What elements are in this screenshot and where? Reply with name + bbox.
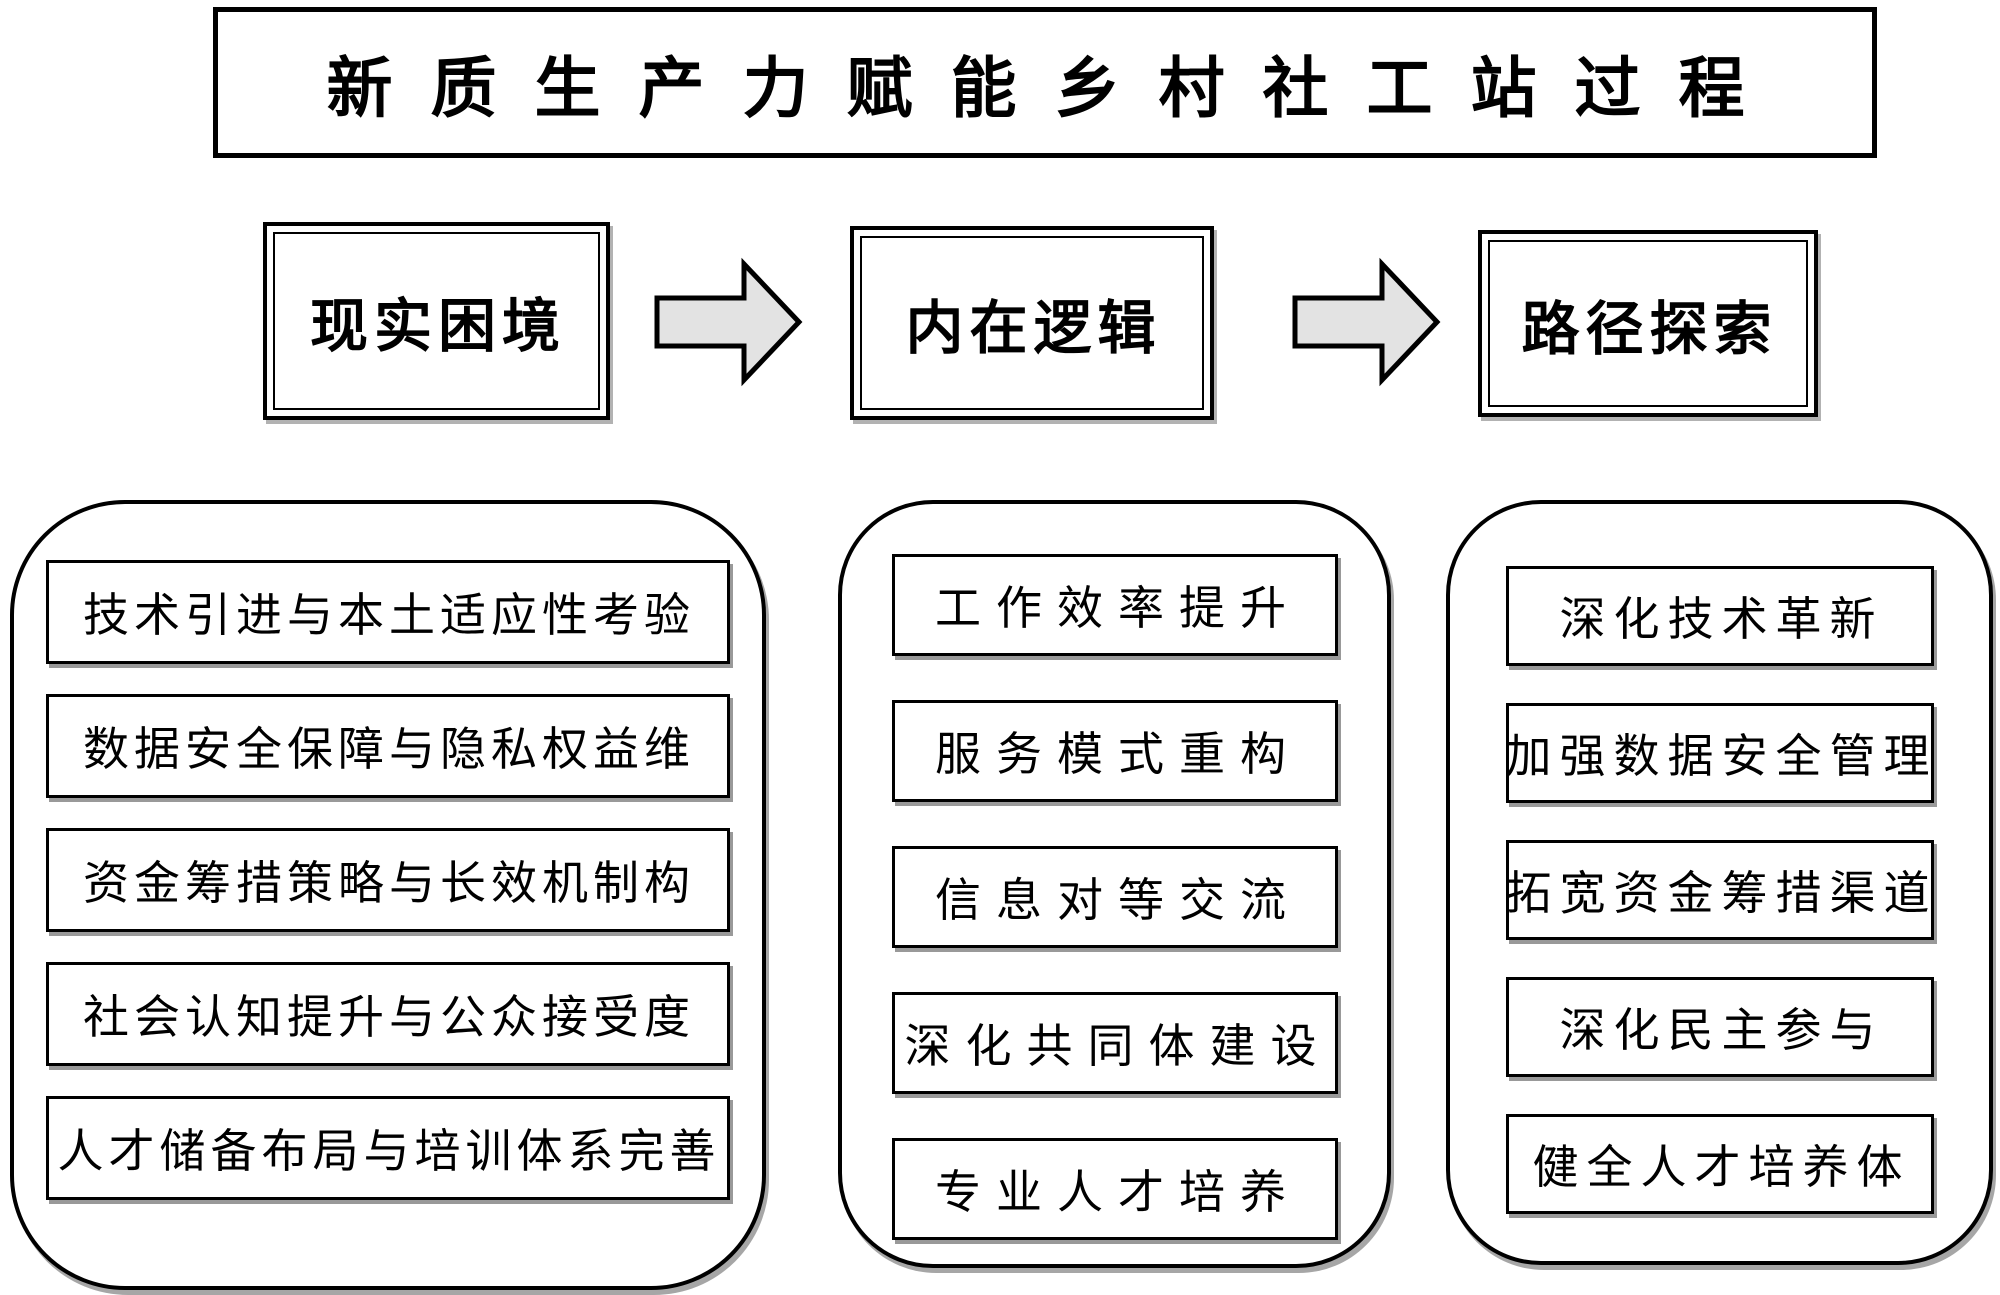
flow-step-inner-frame: 内在逻辑 xyxy=(860,236,1204,410)
panel-item-label: 服务模式重构 xyxy=(935,729,1301,780)
panel-item-label: 资金筹措策略与长效机制构 xyxy=(83,858,695,909)
panel-item-label: 深化民主参与 xyxy=(1559,1005,1884,1056)
flow-step-inner-frame: 路径探索 xyxy=(1488,240,1808,407)
panel-item-label: 数据安全保障与隐私权益维 xyxy=(83,724,695,775)
panel-item: 深化技术革新 xyxy=(1505,566,1934,666)
panel-path-exploration: 深化技术革新 加强数据安全管理 拓宽资金筹措渠道 深化民主参与 健全人才培养体 xyxy=(1446,500,1993,1265)
panel-item: 人才储备布局与培训体系完善 xyxy=(46,1096,730,1200)
panel-item: 资金筹措策略与长效机制构 xyxy=(46,828,730,932)
panel-item: 服务模式重构 xyxy=(891,700,1338,802)
panel-reality-dilemma: 技术引进与本土适应性考验 数据安全保障与隐私权益维 资金筹措策略与长效机制构 社… xyxy=(10,500,766,1290)
panel-item: 深化民主参与 xyxy=(1505,977,1934,1077)
panel-item: 深化共同体建设 xyxy=(891,992,1338,1094)
panel-item: 信息对等交流 xyxy=(891,846,1338,948)
panel-item-label: 人才储备布局与培训体系完善 xyxy=(57,1126,721,1177)
right-arrow-shape xyxy=(654,257,803,387)
panel-item: 数据安全保障与隐私权益维 xyxy=(46,694,730,798)
flow-step-label: 路径探索 xyxy=(1521,296,1778,362)
flow-step-inner-frame: 现实困境 xyxy=(273,232,600,410)
panel-item-label: 深化共同体建设 xyxy=(904,1021,1332,1072)
panel-item: 技术引进与本土适应性考验 xyxy=(46,560,730,664)
panel-item: 拓宽资金筹措渠道 xyxy=(1505,840,1934,940)
diagram-title-box: 新质生产力赋能乡村社工站过程 xyxy=(213,7,1877,158)
flow-step-label: 内在逻辑 xyxy=(905,296,1162,361)
flow-step-label: 现实困境 xyxy=(309,294,566,359)
right-arrow-shape xyxy=(1292,257,1441,387)
panel-item-label: 工作效率提升 xyxy=(935,583,1301,634)
panel-item-label: 健全人才培养体 xyxy=(1532,1142,1911,1193)
flow-step-internal-logic: 内在逻辑 xyxy=(850,226,1214,420)
panel-item: 工作效率提升 xyxy=(891,554,1338,656)
diagram-title: 新质生产力赋能乡村社工站过程 xyxy=(326,52,1783,126)
flow-step-path-exploration: 路径探索 xyxy=(1478,230,1818,417)
panel-internal-logic: 工作效率提升 服务模式重构 信息对等交流 深化共同体建设 专业人才培养 xyxy=(838,500,1391,1268)
panel-item: 社会认知提升与公众接受度 xyxy=(46,962,730,1066)
right-arrow-icon xyxy=(1292,257,1441,387)
panel-item-label: 社会认知提升与公众接受度 xyxy=(83,992,695,1043)
flow-step-reality-dilemma: 现实困境 xyxy=(263,222,610,420)
right-arrow-icon xyxy=(654,257,803,387)
panel-item-label: 信息对等交流 xyxy=(935,875,1301,926)
panel-item: 专业人才培养 xyxy=(891,1138,1338,1240)
panel-item-label: 技术引进与本土适应性考验 xyxy=(83,590,695,641)
panel-item-label: 拓宽资金筹措渠道 xyxy=(1505,868,1938,919)
panel-item: 健全人才培养体 xyxy=(1505,1114,1934,1214)
panel-item-label: 加强数据安全管理 xyxy=(1505,731,1938,782)
panel-item-label: 深化技术革新 xyxy=(1559,594,1884,645)
panel-item-label: 专业人才培养 xyxy=(935,1167,1301,1218)
panel-item: 加强数据安全管理 xyxy=(1505,703,1934,803)
